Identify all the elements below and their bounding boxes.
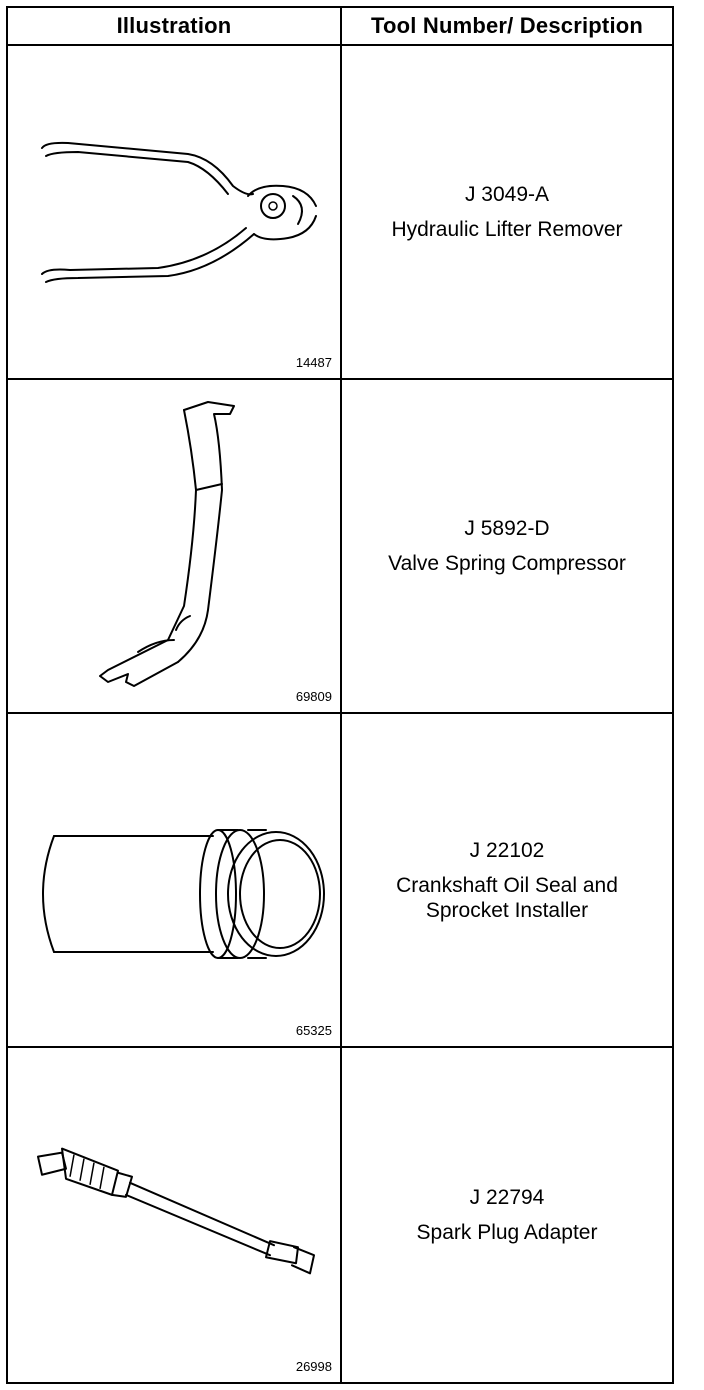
- tool-description: J 5892-D Valve Spring Compressor: [342, 380, 672, 714]
- figure-number: 65325: [295, 1023, 332, 1038]
- tool-number: J 3049-A: [464, 183, 550, 206]
- header-description: Tool Number/ Description: [342, 8, 672, 46]
- tool-description: J 22102 Crankshaft Oil Seal and Sprocket…: [342, 714, 672, 1048]
- compressor-lever-icon: [99, 401, 235, 687]
- tool-description: J 22794 Spark Plug Adapter: [342, 1048, 672, 1382]
- figure-number: 26998: [295, 1359, 332, 1374]
- illustration-cell: 14487: [8, 46, 342, 380]
- figure-number: 14487: [295, 355, 332, 370]
- illustration-cell: 26998: [8, 1048, 342, 1382]
- cylinder-installer-icon: [42, 829, 325, 959]
- figure-number: 69809: [295, 689, 332, 704]
- illustration-cell: 65325: [8, 714, 342, 1048]
- tool-name: Spark Plug Adapter: [416, 1221, 598, 1244]
- tool-number: J 22102: [469, 838, 545, 862]
- illustration-cell: 69809: [8, 380, 342, 714]
- tool-number: J 5892-D: [464, 517, 550, 540]
- tool-name: Valve Spring Compressor: [388, 552, 626, 575]
- tool-table: Illustration Tool Number/ Description 14…: [6, 6, 674, 1384]
- tool-name: Crankshaft Oil Seal and Sprocket Install…: [396, 873, 618, 922]
- tool-name: Hydraulic Lifter Remover: [391, 218, 623, 241]
- tool-description: J 3049-A Hydraulic Lifter Remover: [342, 46, 672, 380]
- tool-number: J 22794: [469, 1186, 545, 1209]
- spark-plug-adapter-icon: [37, 1147, 315, 1275]
- header-illustration: Illustration: [8, 8, 342, 46]
- pliers-icon: [41, 141, 317, 283]
